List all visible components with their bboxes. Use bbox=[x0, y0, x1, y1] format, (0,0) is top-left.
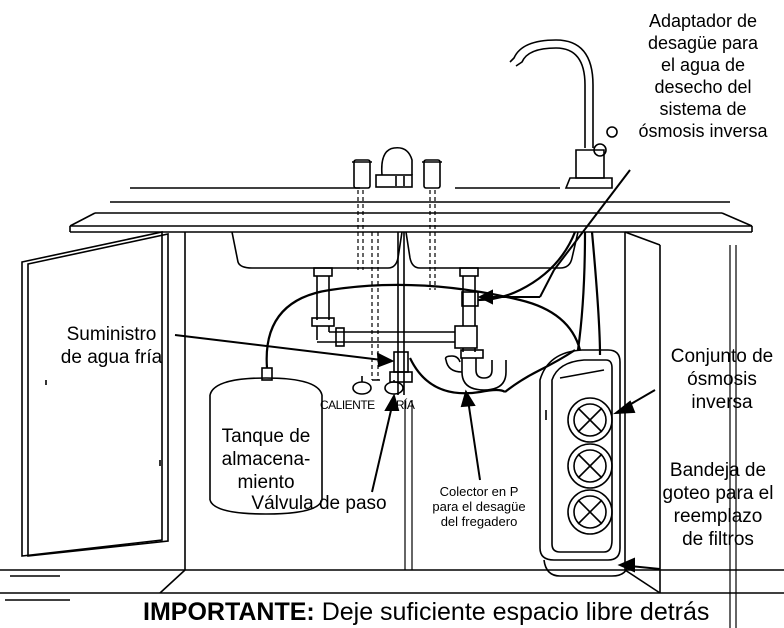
ro-faucet bbox=[509, 39, 618, 189]
sink bbox=[231, 190, 579, 290]
hot-label: CALIENTE bbox=[320, 398, 375, 412]
important-note: IMPORTANTE: Deje suficiente espacio libr… bbox=[143, 598, 709, 626]
cabinet-door bbox=[21, 231, 169, 557]
ro-tubing bbox=[265, 231, 602, 395]
important-label: IMPORTANTE: bbox=[143, 598, 315, 626]
countertop bbox=[69, 187, 753, 233]
p-trap-label: Colector en P para el desagüe del fregad… bbox=[432, 484, 526, 529]
shutoff-valve-label: Válvula de paso bbox=[251, 493, 387, 514]
drain-plumbing bbox=[311, 267, 507, 391]
storage-tank bbox=[209, 367, 323, 515]
storage-tank-label: Tanque de almacena- miento bbox=[221, 426, 311, 493]
ro-assembly-label: Conjunto de ósmosis inversa bbox=[670, 346, 774, 413]
cold-supply-label: Suministro de agua fría bbox=[60, 324, 163, 368]
ro-assembly bbox=[539, 349, 629, 577]
sink-faucet bbox=[352, 146, 442, 189]
drip-tray-label: Bandeja de goteo para el reemplazo de fi… bbox=[662, 460, 774, 550]
important-text: Deje suficiente espacio libre detrás bbox=[314, 598, 710, 626]
cabinet bbox=[0, 231, 784, 628]
leader-arrows bbox=[174, 169, 661, 573]
cold-label: FRÍA bbox=[389, 398, 415, 412]
supply-lines bbox=[371, 232, 405, 395]
drain-adapter-label: Adaptador de desagüe para el agua de des… bbox=[638, 11, 768, 141]
